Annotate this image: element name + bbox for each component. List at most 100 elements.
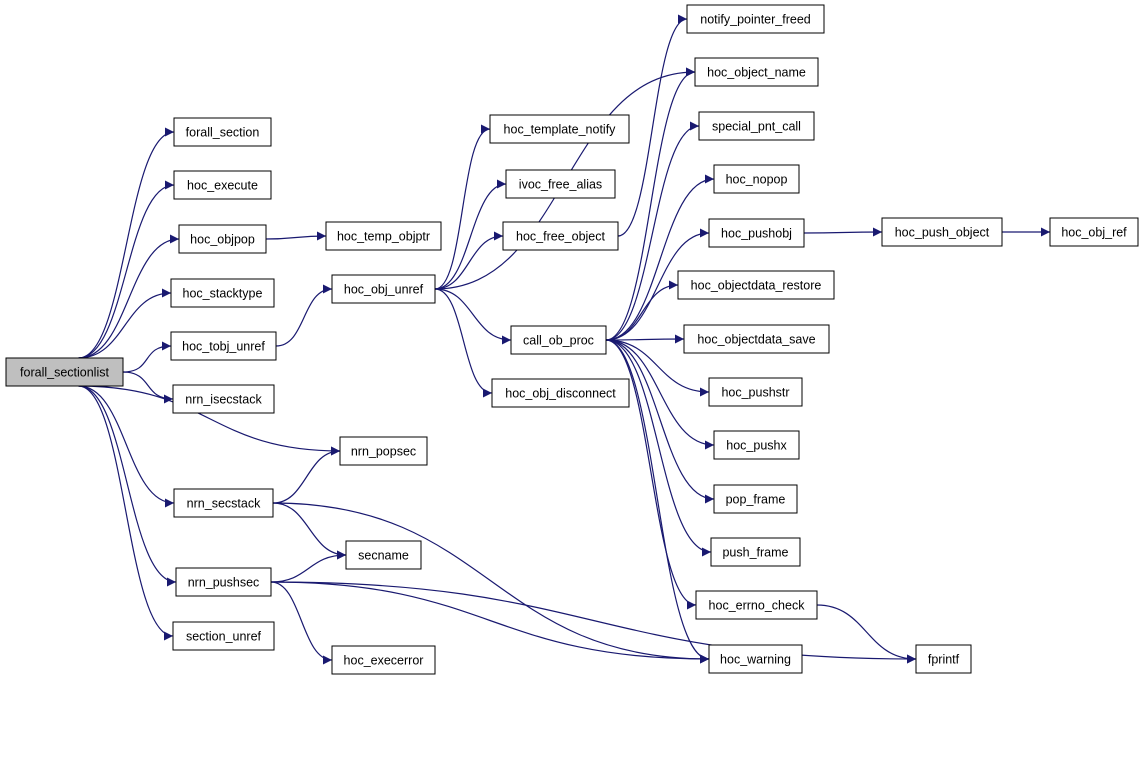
edge-forall_sectionlist-to-nrn_pushsec: [78, 385, 177, 587]
edge-call_ob_proc-to-hoc_pushstr: [605, 339, 710, 397]
node-label: forall_sectionlist: [20, 366, 109, 380]
node-special_pnt_call[interactable]: special_pnt_call: [698, 111, 815, 141]
edge-forall_sectionlist-to-nrn_isecstack: [122, 371, 174, 404]
node-box: [339, 436, 428, 466]
node-hoc_template_notify[interactable]: hoc_template_notify: [489, 114, 630, 144]
node-hoc_obj_ref[interactable]: hoc_obj_ref: [1049, 217, 1139, 247]
node-label: pop_frame: [726, 493, 786, 507]
node-label: secname: [358, 549, 409, 563]
node-label: hoc_stacktype: [183, 287, 263, 301]
node-box: [345, 540, 422, 570]
node-box: [510, 325, 607, 355]
node-label: hoc_nopop: [726, 173, 788, 187]
node-box: [173, 488, 274, 518]
node-hoc_objectdata_save[interactable]: hoc_objectdata_save: [683, 324, 830, 354]
node-box: [710, 537, 801, 567]
node-call_ob_proc[interactable]: call_ob_proc: [510, 325, 607, 355]
node-pop_frame[interactable]: pop_frame: [713, 484, 798, 514]
node-hoc_execerror[interactable]: hoc_execerror: [331, 645, 436, 675]
node-hoc_tobj_unref[interactable]: hoc_tobj_unref: [170, 331, 277, 361]
edge-hoc_obj_unref-to-hoc_free_object: [434, 231, 504, 290]
node-box: [686, 4, 825, 34]
edge-call_ob_proc-to-special_pnt_call: [605, 121, 700, 341]
edge-hoc_tobj_unref-to-hoc_obj_unref: [275, 284, 333, 347]
node-box: [713, 164, 800, 194]
edge-forall_sectionlist-to-hoc_tobj_unref: [122, 341, 172, 373]
node-box: [175, 567, 272, 597]
node-box: [172, 621, 275, 651]
edge-nrn_secstack-to-nrn_popsec: [272, 446, 341, 504]
edge-call_ob_proc-to-hoc_objectdata_save: [605, 334, 685, 344]
node-label: section_unref: [186, 630, 262, 644]
edge-hoc_obj_unref-to-hoc_template_notify: [434, 124, 491, 290]
node-box: [502, 221, 619, 251]
node-section_unref[interactable]: section_unref: [172, 621, 275, 651]
node-hoc_push_object[interactable]: hoc_push_object: [881, 217, 1003, 247]
node-box: [683, 324, 830, 354]
edge-hoc_pushobj-to-hoc_push_object: [803, 227, 883, 237]
node-label: hoc_tobj_unref: [182, 340, 265, 354]
node-hoc_temp_objptr[interactable]: hoc_temp_objptr: [325, 221, 442, 251]
edge-nrn_pushsec-to-hoc_warning: [270, 581, 710, 664]
node-box: [491, 378, 630, 408]
edge-call_ob_proc-to-hoc_errno_check: [605, 339, 697, 610]
node-hoc_pushstr[interactable]: hoc_pushstr: [708, 377, 803, 407]
node-label: fprintf: [928, 653, 960, 667]
node-hoc_obj_disconnect[interactable]: hoc_obj_disconnect: [491, 378, 630, 408]
node-label: hoc_warning: [720, 653, 791, 667]
node-hoc_free_object[interactable]: hoc_free_object: [502, 221, 619, 251]
edge-nrn_secstack-to-secname: [272, 502, 347, 560]
node-secname[interactable]: secname: [345, 540, 422, 570]
node-ivoc_free_alias[interactable]: ivoc_free_alias: [505, 169, 616, 199]
node-hoc_stacktype[interactable]: hoc_stacktype: [170, 278, 275, 308]
node-hoc_execute[interactable]: hoc_execute: [173, 170, 272, 200]
node-forall_sectionlist[interactable]: forall_sectionlist: [5, 357, 124, 387]
node-label: hoc_errno_check: [709, 599, 806, 613]
node-label: nrn_secstack: [187, 497, 261, 511]
node-box: [5, 357, 124, 387]
node-fprintf[interactable]: fprintf: [915, 644, 972, 674]
edge-forall_sectionlist-to-hoc_stacktype: [78, 288, 172, 359]
node-label: hoc_push_object: [895, 226, 990, 240]
edge-forall_sectionlist-to-forall_section: [78, 127, 175, 359]
node-push_frame[interactable]: push_frame: [710, 537, 801, 567]
node-label: hoc_template_notify: [504, 123, 617, 137]
node-nrn_isecstack[interactable]: nrn_isecstack: [172, 384, 275, 414]
node-box: [173, 170, 272, 200]
node-label: special_pnt_call: [712, 120, 801, 134]
edge-forall_sectionlist-to-hoc_execute: [78, 180, 175, 359]
node-nrn_popsec[interactable]: nrn_popsec: [339, 436, 428, 466]
node-hoc_pushx[interactable]: hoc_pushx: [713, 430, 800, 460]
node-box: [677, 270, 835, 300]
node-nrn_pushsec[interactable]: nrn_pushsec: [175, 567, 272, 597]
node-hoc_errno_check[interactable]: hoc_errno_check: [695, 590, 818, 620]
node-label: hoc_free_object: [516, 230, 605, 244]
node-label: nrn_popsec: [351, 445, 416, 459]
node-label: hoc_pushobj: [721, 227, 792, 241]
node-label: hoc_execerror: [344, 654, 424, 668]
node-hoc_pushobj[interactable]: hoc_pushobj: [708, 218, 805, 248]
node-label: hoc_objectdata_restore: [691, 279, 822, 293]
edge-call_ob_proc-to-hoc_object_name: [605, 67, 696, 341]
node-box: [170, 278, 275, 308]
node-label: hoc_pushx: [726, 439, 787, 453]
node-box: [915, 644, 972, 674]
node-notify_pointer_freed[interactable]: notify_pointer_freed: [686, 4, 825, 34]
edge-call_ob_proc-to-pop_frame: [605, 339, 715, 504]
node-box: [698, 111, 815, 141]
node-nrn_secstack[interactable]: nrn_secstack: [173, 488, 274, 518]
node-hoc_object_name[interactable]: hoc_object_name: [694, 57, 819, 87]
edge-forall_sectionlist-to-nrn_secstack: [78, 385, 175, 508]
node-hoc_warning[interactable]: hoc_warning: [708, 644, 803, 674]
edge-hoc_objpop-to-hoc_temp_objptr: [265, 231, 327, 241]
node-label: hoc_obj_unref: [344, 283, 424, 297]
node-hoc_obj_unref[interactable]: hoc_obj_unref: [331, 274, 436, 304]
edge-call_ob_proc-to-hoc_warning: [605, 339, 710, 664]
edge-forall_sectionlist-to-section_unref: [78, 385, 174, 641]
node-hoc_objpop[interactable]: hoc_objpop: [178, 224, 267, 254]
node-hoc_objectdata_restore[interactable]: hoc_objectdata_restore: [677, 270, 835, 300]
node-box: [331, 645, 436, 675]
node-forall_section[interactable]: forall_section: [173, 117, 272, 147]
node-hoc_nopop[interactable]: hoc_nopop: [713, 164, 800, 194]
